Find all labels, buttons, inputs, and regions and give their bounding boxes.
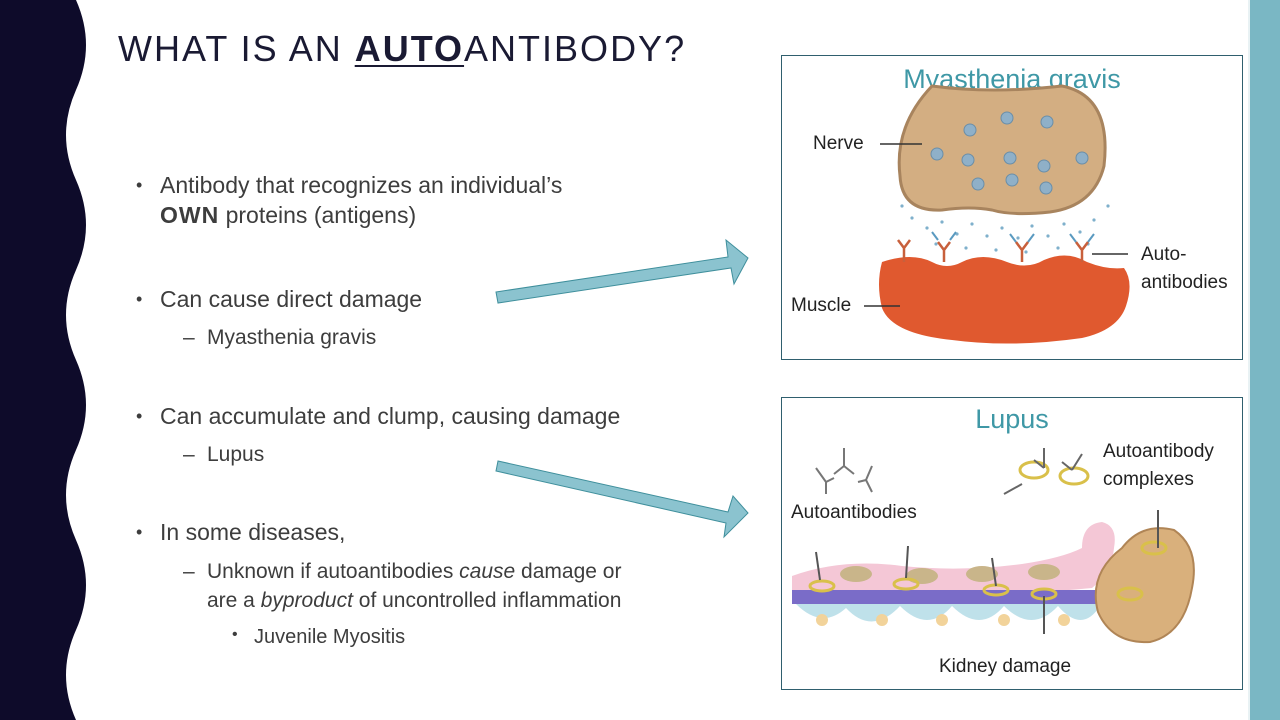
kidney-cluster: [1094, 527, 1195, 644]
right-accent-edge: [1248, 0, 1250, 720]
autoantibodies-label-1: Auto-: [1141, 244, 1187, 265]
bullet-accumulate: •Can accumulate and clump, causing damag…: [136, 403, 621, 429]
bullet-definition: • Antibody that recognizes an individual…: [136, 172, 563, 228]
nmj-illustration: [864, 84, 1130, 344]
autoantibodies-label-2: antibodies: [1141, 272, 1228, 293]
muscle-label: Muscle: [791, 295, 852, 316]
arrow-to-lupus: [495, 460, 749, 539]
sub-unknown-cause: –Unknown if autoantibodies cause damage …: [183, 560, 622, 583]
myasthenia-gravis-panel: Myasthenia gravis: [781, 55, 1243, 360]
autoantibodies-label: Autoantibodies: [791, 502, 917, 523]
title-emphasis: AUTO: [354, 28, 465, 69]
bullet-some-diseases: •In some diseases,: [136, 519, 346, 545]
complexes-label-1: Autoantibody: [1103, 441, 1214, 462]
sub-lupus: –Lupus: [183, 443, 265, 466]
subsub-juvenile-myositis: •Juvenile Myositis: [232, 626, 406, 648]
antibody-complexes: [1003, 448, 1090, 495]
bullet-direct-damage: •Can cause direct damage: [136, 286, 423, 312]
muscle-fiber: [879, 255, 1130, 344]
glomerular-layer: [792, 522, 1115, 594]
complexes-label-2: complexes: [1103, 469, 1194, 490]
free-autoantibodies: [815, 448, 873, 494]
slide-title: WHAT IS AN AUTOANTIBODY?: [118, 28, 687, 69]
lupus-panel: Lupus: [781, 397, 1243, 690]
right-accent-bar: [1250, 0, 1280, 720]
sub-myasthenia: –Myasthenia gravis: [183, 326, 377, 349]
nerve-terminal: [897, 84, 1107, 216]
basement-membrane: [792, 590, 1102, 604]
lupus-panel-title: Lupus: [975, 404, 1049, 434]
kidney-damage-label: Kidney damage: [939, 656, 1072, 677]
arrow-to-myasthenia: [495, 238, 749, 304]
cell-layer: [796, 604, 1100, 622]
sub-byproduct: are a byproduct of uncontrolled inflamma…: [207, 589, 622, 612]
own-emphasis: OWN: [160, 202, 220, 228]
kidney-illustration: [792, 448, 1195, 644]
nerve-label: Nerve: [813, 133, 864, 154]
left-wave-decoration: [0, 0, 86, 720]
